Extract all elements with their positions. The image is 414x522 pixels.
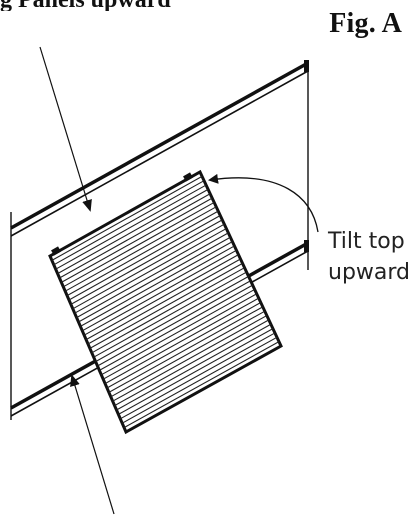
upper-rail: [10, 61, 309, 237]
cropped-heading-fragment: g Panels upward: [0, 0, 240, 11]
lower-rail-end-cap: [304, 240, 309, 252]
panel-slat-line: [83, 249, 237, 336]
callout-arrow: [208, 173, 319, 233]
panel-slat-line: [55, 184, 207, 270]
panel-slat-line: [118, 328, 274, 415]
panel-slat-line: [106, 302, 262, 389]
panel-slat-line: [110, 310, 266, 398]
panel-slat-line: [97, 280, 251, 367]
panel-clamp-tab-left: [51, 246, 61, 256]
bottom-arrow: [70, 374, 115, 515]
panel-slat-line: [112, 315, 268, 402]
panel-slat-line: [123, 341, 280, 429]
panel-slat-line: [99, 284, 253, 371]
panel-slat-line: [85, 254, 239, 341]
panel-slat-line: [93, 271, 247, 358]
callout-text-line-1: Tilt top: [327, 229, 405, 254]
top-arrow: [39, 46, 92, 212]
panel-clamp-tab-top: [183, 172, 193, 182]
panel-slat-line: [74, 228, 227, 314]
panel-slat-line: [108, 306, 264, 393]
panel-slat-line: [57, 188, 209, 275]
upper-rail-end-cap: [304, 60, 309, 72]
panel-slat-line: [51, 175, 203, 261]
panel-slat-line: [87, 258, 241, 345]
panel-slat-line: [59, 193, 211, 279]
panel-slat-line: [121, 336, 278, 424]
cropped-heading-text: g Panels upward: [0, 0, 171, 11]
panel-slat-line: [64, 206, 217, 292]
panel-slat-line: [89, 262, 243, 349]
panel-slat-line: [53, 180, 205, 266]
panel-slat-line: [102, 293, 257, 380]
panel-slat-line: [116, 323, 272, 411]
panel-slat-line: [61, 197, 213, 283]
panel-slat-line: [82, 245, 235, 332]
panel-slat-line: [63, 201, 215, 288]
panel-slat-line: [70, 219, 223, 305]
panel-slat-line: [120, 332, 276, 420]
figure-title: Fig. A: [329, 8, 402, 39]
panel-slat-line: [101, 288, 255, 376]
panel-slat-line: [80, 241, 233, 327]
panel-slats: [51, 175, 280, 429]
panel-slat-line: [91, 267, 245, 354]
callout-text-line-2: upward: [328, 260, 410, 285]
solar-panel: [48, 169, 283, 435]
panel-slat-line: [114, 319, 270, 407]
panel-slat-line: [76, 232, 229, 319]
panel-slat-line: [78, 236, 231, 323]
panel-slat-line: [95, 275, 249, 363]
panel-slat-line: [66, 210, 219, 297]
panel-slat-line: [68, 215, 221, 301]
panel-slat-line: [104, 297, 259, 385]
panel-slat-line: [72, 223, 225, 310]
